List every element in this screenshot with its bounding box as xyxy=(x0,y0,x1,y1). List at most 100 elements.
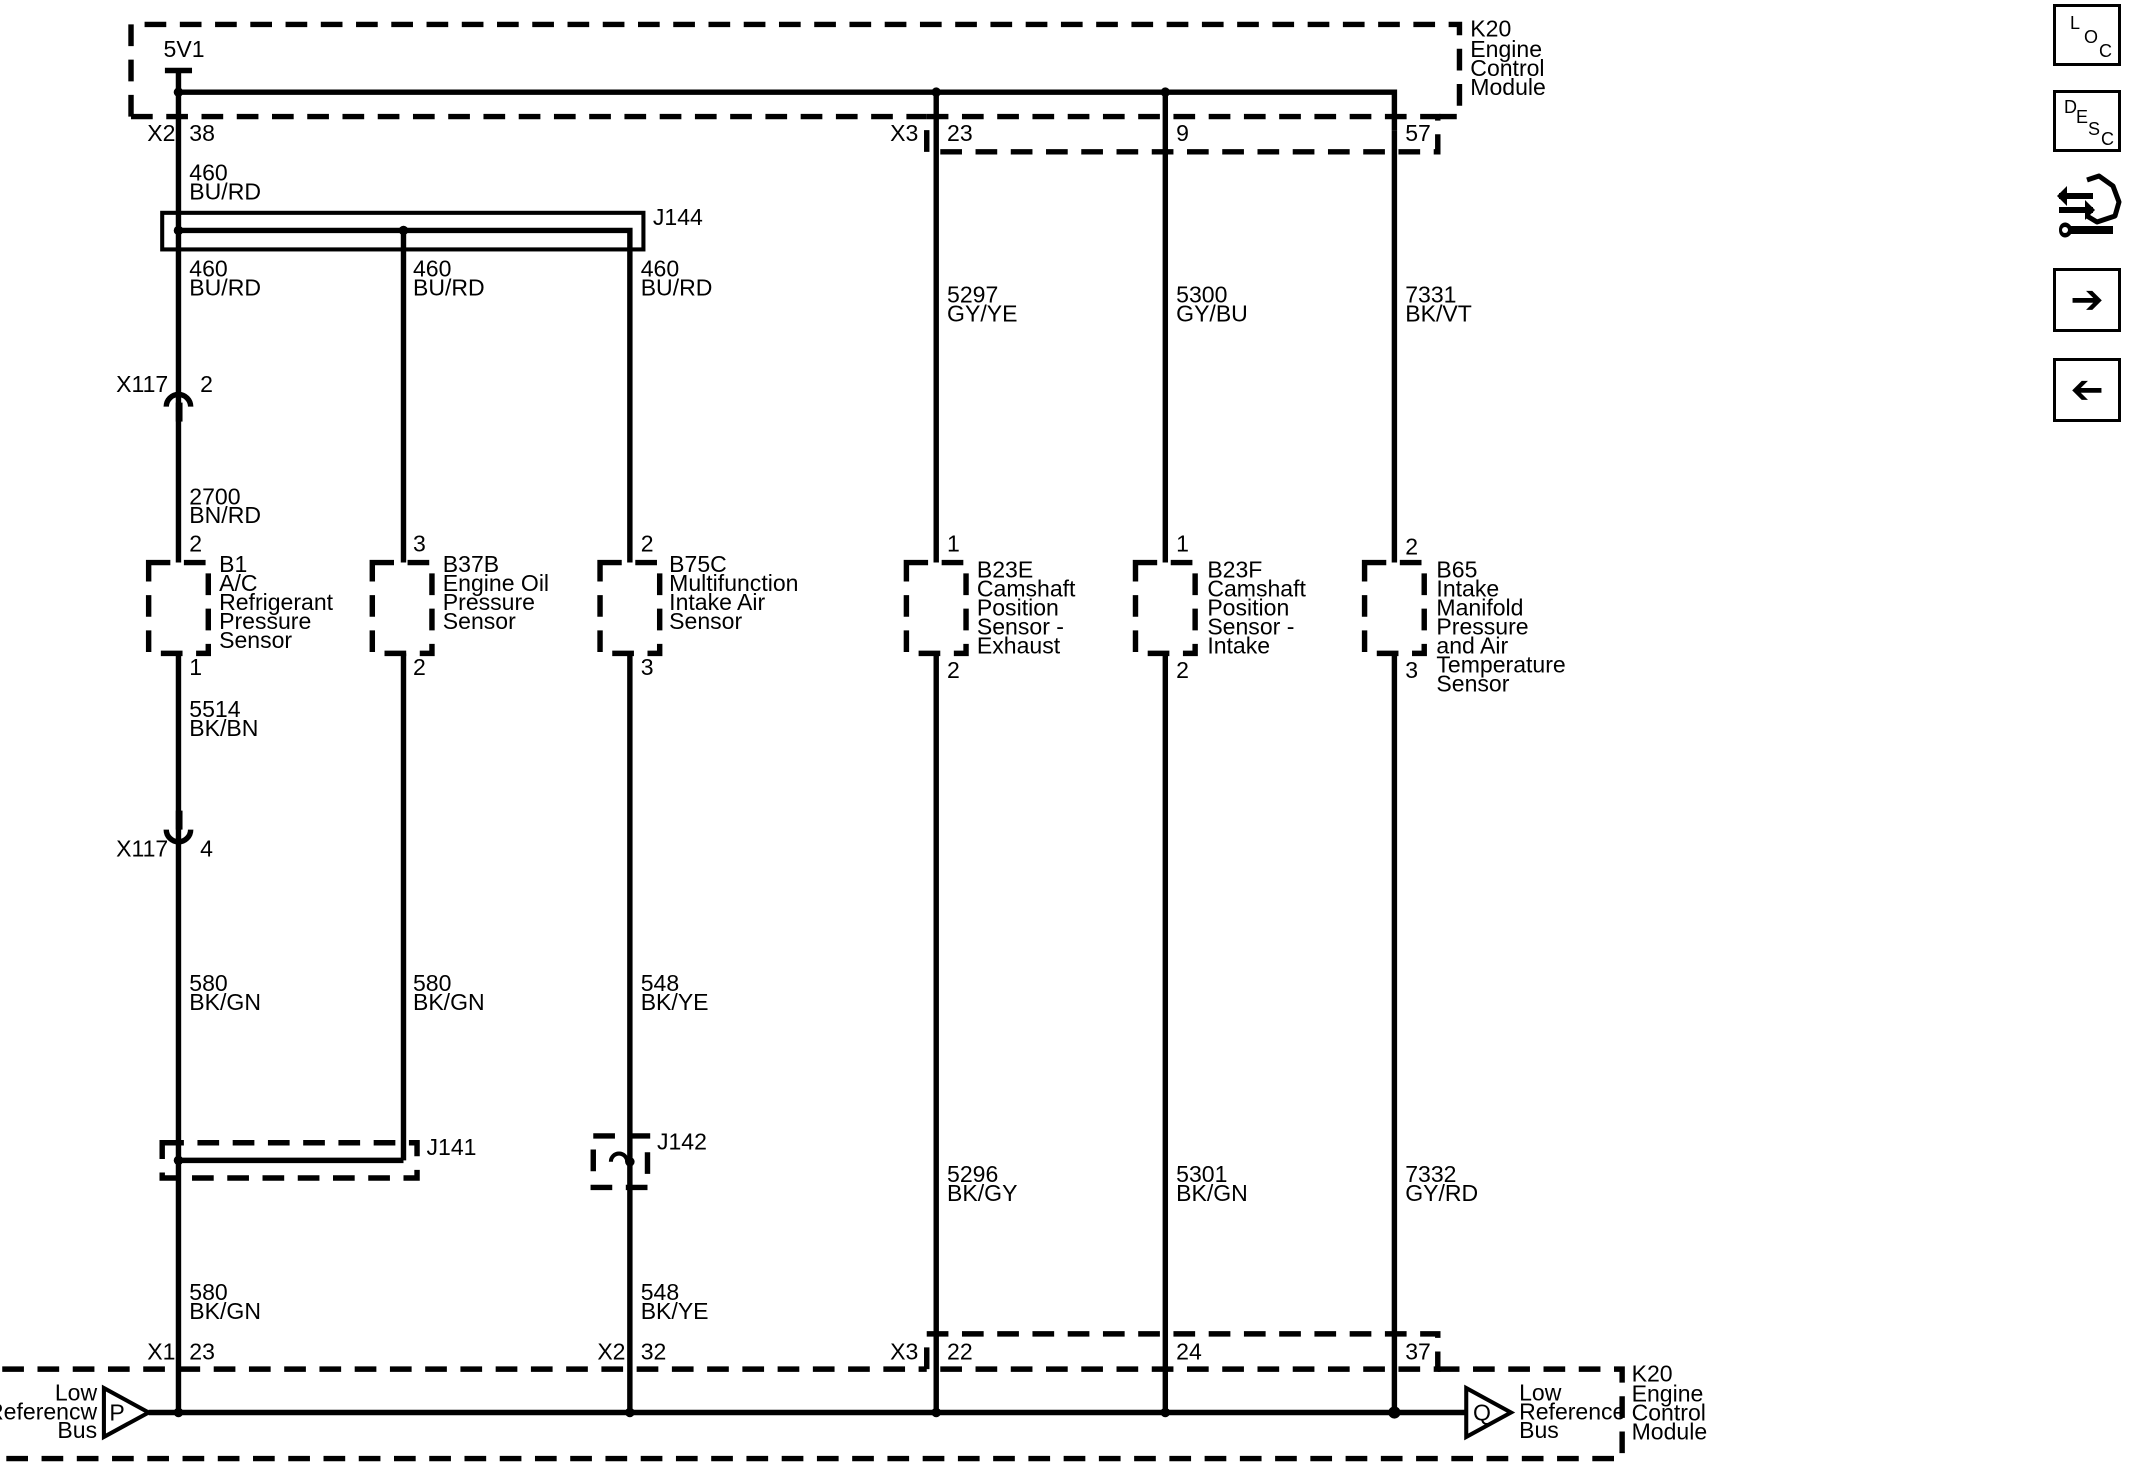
sensor-desc: Manifold xyxy=(1436,594,1523,620)
wire-number: 460 xyxy=(189,256,227,282)
bus-junction xyxy=(625,1407,635,1418)
splice-label: J141 xyxy=(427,1134,477,1160)
sensor-desc: Position xyxy=(1207,594,1289,620)
bus-label: Reference xyxy=(1519,1398,1625,1424)
sensor-desc: Sensor xyxy=(669,608,742,634)
connector-label: X117 xyxy=(116,371,168,397)
sensor-desc: Exhaust xyxy=(977,632,1061,658)
wire-color: BK/GN xyxy=(1176,1180,1248,1206)
wire-color: BU/RD xyxy=(413,275,485,301)
sensor-desc: Camshaft xyxy=(1207,575,1306,601)
wire-color: BK/GN xyxy=(189,989,261,1015)
splice-j141: J141 xyxy=(159,1134,477,1181)
ecm-bottom-name-3: Module xyxy=(1632,1419,1708,1445)
previous-button[interactable]: ➔ xyxy=(2053,358,2121,422)
desc-letter: C xyxy=(2101,129,2114,149)
wire-color: BK/VT xyxy=(1405,300,1472,326)
sensor-b23e: 1 2 B23E Camshaft Position Sensor - Exha… xyxy=(903,531,1076,683)
sensor-desc: Intake Air xyxy=(669,589,765,615)
connector-pin: 2 xyxy=(200,371,213,397)
splice-label: J144 xyxy=(653,204,703,230)
desc-letter: E xyxy=(2076,107,2089,127)
loc-letter: O xyxy=(2084,27,2099,47)
sensor-pin-top: 1 xyxy=(1176,531,1189,557)
bus-junction xyxy=(1160,1407,1171,1418)
wire-number: 7332 xyxy=(1405,1161,1456,1187)
sensor-desc: and Air xyxy=(1436,632,1508,658)
bus-right-reference: Q Low Reference Bus xyxy=(1464,1379,1625,1443)
connector-tool-icon[interactable] xyxy=(2053,172,2123,250)
ecm-bottom-module: K20 Engine Control Module xyxy=(2,1331,1708,1462)
wire-color: BU/RD xyxy=(641,275,713,301)
wire-color: BK/BN xyxy=(189,715,258,741)
sensor-desc: Sensor xyxy=(219,627,292,653)
wire-color: GY/RD xyxy=(1405,1180,1478,1206)
wire-number: 548 xyxy=(641,970,679,996)
top-pin-number: 57 xyxy=(1405,120,1431,146)
wire-color: BK/GY xyxy=(947,1180,1017,1206)
top-pin-number: 23 xyxy=(947,120,973,146)
sensor-pin-bottom: 3 xyxy=(641,654,654,680)
sensor-desc: Engine Oil xyxy=(443,570,549,596)
desc-letter: D xyxy=(2064,97,2077,117)
bus-label: Bus xyxy=(57,1417,97,1443)
inline-connector-x117-upper: X117 2 xyxy=(116,371,213,422)
wire-number: 460 xyxy=(189,159,227,185)
wire-color: BK/YE xyxy=(641,989,709,1015)
sensor-desc: Pressure xyxy=(443,589,535,615)
bottom-pin-connector: X2 xyxy=(597,1339,625,1365)
sensor-desc: Sensor xyxy=(443,608,516,634)
ecm-top-id: K20 xyxy=(1470,16,1511,42)
connector-pin: 4 xyxy=(200,836,213,862)
bottom-pin-number: 22 xyxy=(947,1339,973,1365)
sensor-pin-top: 2 xyxy=(189,531,202,557)
sensor-b37b: 3 2 B37B Engine Oil Pressure Sensor xyxy=(369,531,549,680)
ecm-bottom-name-2: Control xyxy=(1632,1400,1706,1426)
next-arrow-icon: ➔ xyxy=(2070,277,2104,323)
top-pin-connector: X3 xyxy=(890,120,918,146)
wire-number: 5297 xyxy=(947,281,998,307)
bottom-pin-connector: X1 xyxy=(147,1339,175,1365)
sensor-b1: 2 1 B1 A/C Refrigerant Pressure Sensor xyxy=(145,531,334,680)
sensor-id: B75C xyxy=(669,551,727,577)
bus-junction xyxy=(173,1407,184,1418)
wire-number: 5300 xyxy=(1176,281,1227,307)
sensor-desc: Camshaft xyxy=(977,575,1076,601)
sensor-id: B23F xyxy=(1207,556,1262,582)
loc-letter: L xyxy=(2070,13,2081,33)
wire-number: 580 xyxy=(189,1279,227,1305)
next-button[interactable]: ➔ xyxy=(2053,268,2121,332)
wire-number: 2700 xyxy=(189,483,240,509)
wire-color: BK/GN xyxy=(413,989,485,1015)
bus-label: Referencw xyxy=(0,1398,97,1424)
sensor-desc: Sensor xyxy=(1436,670,1509,696)
splice-j142: J142 xyxy=(590,1129,707,1191)
wire-number: 548 xyxy=(641,1279,679,1305)
top-pin-number: 9 xyxy=(1176,120,1189,146)
prev-arrow-icon: ➔ xyxy=(2070,367,2104,413)
reference-5v-bus xyxy=(175,70,1398,131)
wire-number: 5514 xyxy=(189,696,240,722)
sensor-id: B1 xyxy=(219,551,247,577)
sensor-id: B37B xyxy=(443,551,499,577)
bottom-pin-connector: X3 xyxy=(890,1339,918,1365)
sensor-desc: Pressure xyxy=(1436,613,1528,639)
wire-color: GY/BU xyxy=(1176,300,1248,326)
desc-button[interactable]: D E S C xyxy=(2053,90,2121,152)
sensor-pin-bottom: 1 xyxy=(189,654,202,680)
connector-label: X117 xyxy=(116,836,168,862)
top-pin-connector: X2 xyxy=(147,120,175,146)
wire-color: BK/YE xyxy=(641,1298,709,1324)
bottom-pin-number: 23 xyxy=(189,1339,215,1365)
sensor-desc: Intake xyxy=(1436,575,1499,601)
sensor-b65: 2 3 B65 Intake Manifold Pressure and Air… xyxy=(1361,533,1566,696)
wire-number: 460 xyxy=(641,256,679,282)
bus-label: Low xyxy=(55,1379,98,1405)
sensor-b23f: 1 2 B23F Camshaft Position Sensor - Inta… xyxy=(1132,531,1306,683)
loc-button[interactable]: L O C xyxy=(2053,4,2121,66)
wire-number: 580 xyxy=(413,970,451,996)
sensor-pin-bottom: 2 xyxy=(1176,657,1189,683)
ecm-top-name-2: Control xyxy=(1470,55,1544,81)
sensor-id: B65 xyxy=(1436,556,1477,582)
